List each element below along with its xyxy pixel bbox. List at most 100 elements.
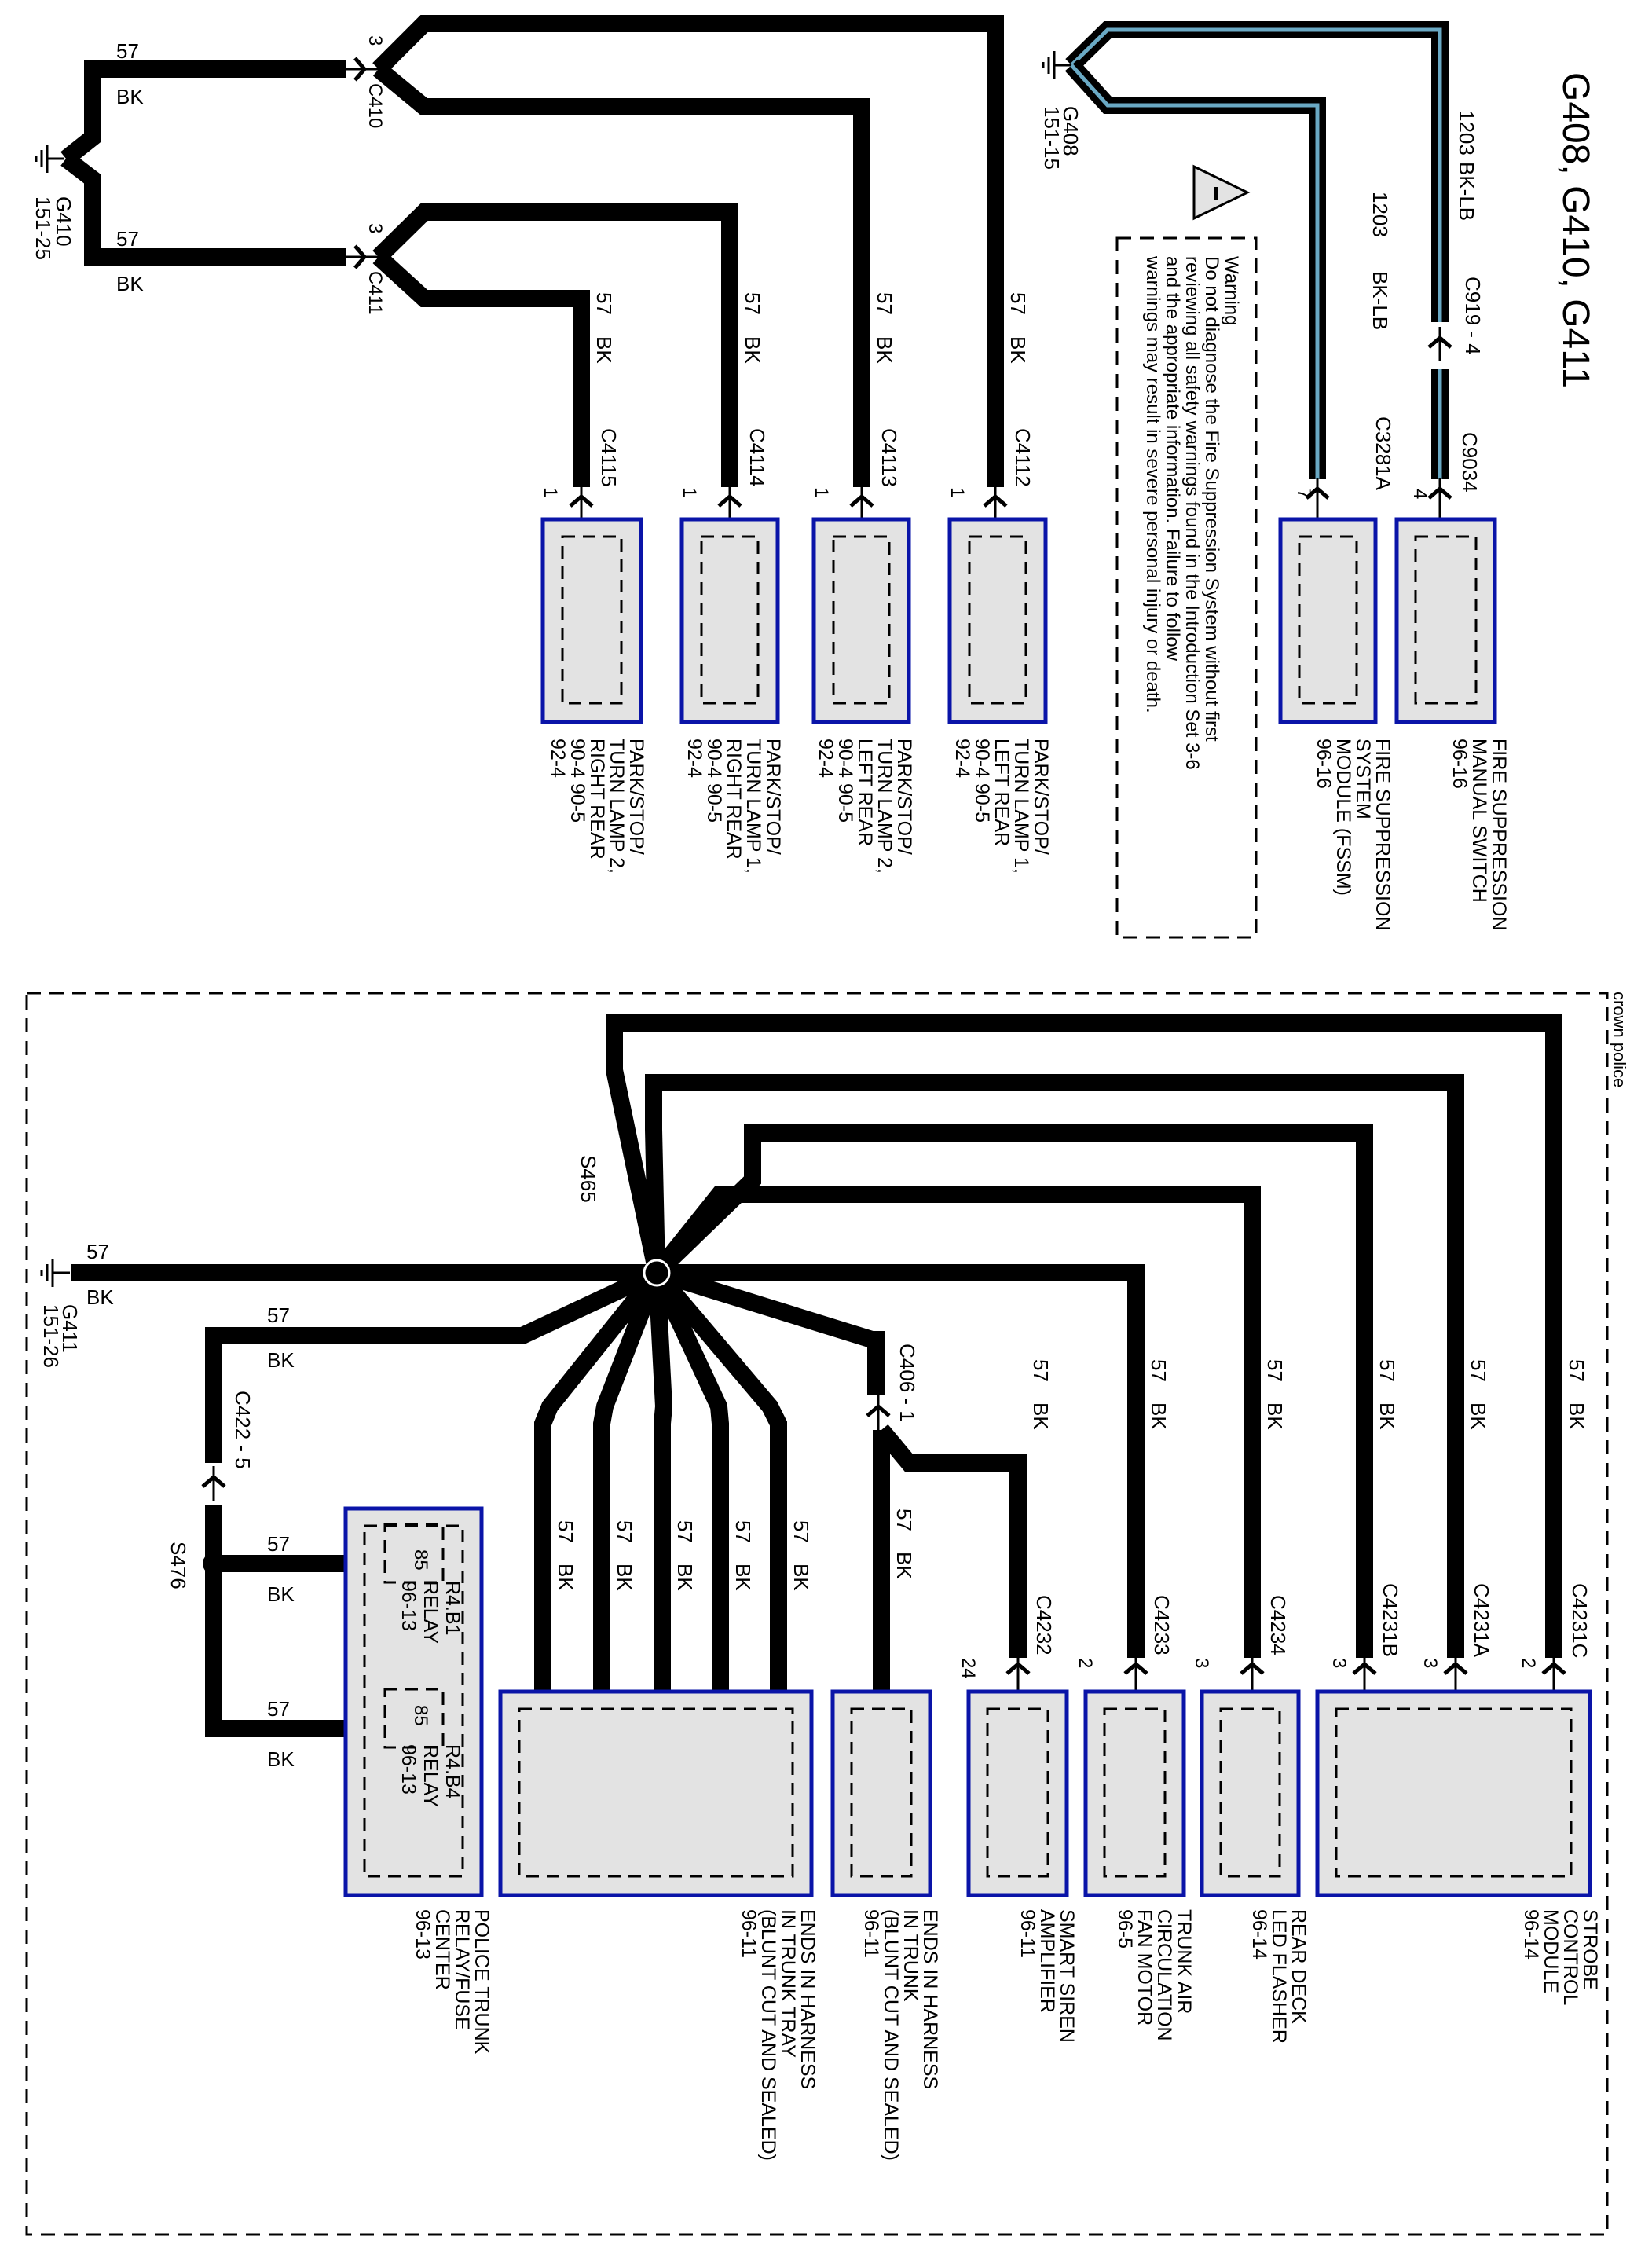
connector-pin: 24	[958, 1658, 979, 1679]
relay-pin-label: 85	[410, 1705, 431, 1726]
connector-c919-label: C919 - 4	[1461, 277, 1485, 355]
wire-color-label: BK	[1006, 336, 1030, 364]
wire-color-label: BK	[673, 1564, 697, 1591]
component-label: TURN LAMP 2,	[606, 739, 628, 874]
connector-c422-label: C422 - 5	[231, 1391, 255, 1469]
wire-color-label: BK	[1147, 1402, 1170, 1430]
component-label: MODULE	[1540, 1909, 1562, 1993]
connector-label: C4233	[1150, 1595, 1174, 1655]
component-label: IN TRUNK	[899, 1909, 921, 2002]
component-police-trunk-relay-center	[343, 1506, 484, 1897]
ground-ref: 151-26	[39, 1304, 63, 1368]
component-strobe-control-module-body	[1315, 1689, 1592, 1897]
splice-s476-icon	[203, 1553, 225, 1575]
connector-c406-icon	[866, 1403, 891, 1417]
connector-c406-label: C406 - 1	[896, 1344, 919, 1422]
wires-layer	[35, 15, 1566, 1737]
connector-label: C4234	[1266, 1595, 1290, 1655]
connector-pin: 7	[1293, 489, 1314, 499]
component-police-trunk-relay-center-outline	[363, 1524, 464, 1878]
wire-color-label: BK	[741, 336, 764, 364]
connector-c3281a-icon	[1305, 486, 1330, 500]
connector-label: C4231C	[1568, 1583, 1592, 1658]
wire-color-label: BK	[592, 336, 616, 364]
connector-pin: 2	[1075, 1658, 1096, 1668]
component-fire-suppression-switch-outline	[1414, 535, 1478, 705]
component-label: RIGHT REAR	[586, 739, 608, 860]
component-lamp-c4113-body	[811, 517, 911, 724]
wire-circuit-label: 57	[741, 292, 764, 315]
component-label: 96-11	[1016, 1909, 1038, 1958]
component-label: PARK/STOP/	[1030, 739, 1052, 855]
wire-color-label: BK	[554, 1564, 577, 1591]
wire-s465-c406	[654, 1264, 885, 1395]
connector-c4112-icon	[983, 493, 1008, 508]
wire-color-label: BK-LB	[1368, 271, 1392, 330]
wire-color-label: BK	[86, 1285, 114, 1309]
wire-s476-relay-b4	[205, 1505, 385, 1737]
component-lamp-c4112-body	[947, 517, 1048, 724]
component-label: 92-4	[683, 739, 705, 778]
component-label: 90-4 90-5	[703, 739, 725, 823]
connector-c4231b-icon	[1352, 1661, 1377, 1675]
component-label: 90-4 90-5	[971, 739, 993, 823]
wire-c406-siren	[874, 1424, 1027, 1658]
component-label: 96-16	[1313, 739, 1335, 789]
connector-label: C4232	[1032, 1595, 1056, 1655]
wire-c411-c4115-b	[372, 250, 590, 487]
connector-pin: 2	[1518, 1658, 1539, 1668]
relay-type-label: RELAY	[419, 1581, 441, 1644]
wire-circuit-label: 1203	[1368, 192, 1392, 237]
wire-g408-c919-tracer	[1070, 27, 1442, 322]
component-label: FIRE SUPPRESSION	[1488, 739, 1510, 931]
wire-color-label: BK-LB	[1455, 162, 1478, 221]
wire-s465-tray-2	[593, 1270, 665, 1693]
component-siren-body	[966, 1689, 1069, 1897]
component-lamp-c4114	[679, 517, 780, 724]
wire-circuit-label: 57	[1006, 292, 1030, 315]
wire-c410-c4112	[372, 15, 1004, 487]
wire-circuit-label: 57	[873, 292, 896, 315]
component-label: 96-5	[1114, 1909, 1136, 1949]
component-fan	[1083, 1689, 1186, 1897]
ground-label: G411	[58, 1304, 82, 1353]
component-label: 92-4	[815, 739, 837, 778]
component-fssm-outline	[1298, 535, 1358, 705]
component-lamp-c4115	[540, 517, 643, 724]
connector-pin: 1	[540, 487, 561, 497]
component-label: 96-11	[860, 1909, 882, 1958]
wire-circuit-label: 57	[1147, 1359, 1170, 1382]
component-trunk-tray-harness-end-body	[498, 1689, 814, 1897]
wire-color-label: BK	[731, 1564, 755, 1591]
connector-c4231a-icon	[1443, 1661, 1468, 1675]
warning-line: Do not diagnose the Fire Suppression Sys…	[1201, 256, 1222, 742]
wire-circuit-label: 57	[1029, 1359, 1053, 1382]
wire-g410-c410	[60, 60, 346, 166]
component-lamp-c4112	[947, 517, 1048, 724]
component-label: FAN MOTOR	[1134, 1909, 1156, 2026]
component-label: TURN LAMP 1,	[1010, 739, 1032, 874]
ground-ref: 151-15	[1040, 106, 1064, 170]
component-label: SMART SIREN	[1056, 1909, 1078, 2043]
wire-color-label: BK	[1375, 1402, 1399, 1430]
relay-type-label: RELAY	[419, 1744, 441, 1807]
connector-c410-icon	[353, 57, 368, 82]
component-label: ENDS IN HARNESS	[919, 1909, 941, 2089]
wire-circuit-label: 57	[1375, 1359, 1399, 1382]
connector-label: C4113	[877, 428, 901, 487]
component-label: 92-4	[547, 739, 569, 778]
component-label: RIGHT REAR	[723, 739, 745, 860]
connector-c9034-icon	[1427, 486, 1452, 500]
wire-circuit-label: 57	[267, 1303, 290, 1327]
component-fire-suppression-switch	[1394, 517, 1497, 724]
component-label: REAR DECK	[1288, 1909, 1310, 2024]
wire-circuit-label: 1203	[1455, 110, 1478, 156]
wire-circuit-label: 57	[116, 227, 139, 251]
component-lamp-c4114-body	[679, 517, 780, 724]
wire-color-label: BK	[267, 1348, 295, 1372]
connector-c919-icon	[1427, 335, 1452, 349]
wire-color-label: BK	[267, 1747, 295, 1771]
relay-name-label: R4.B4	[441, 1744, 463, 1799]
component-label: PARK/STOP/	[762, 739, 784, 855]
